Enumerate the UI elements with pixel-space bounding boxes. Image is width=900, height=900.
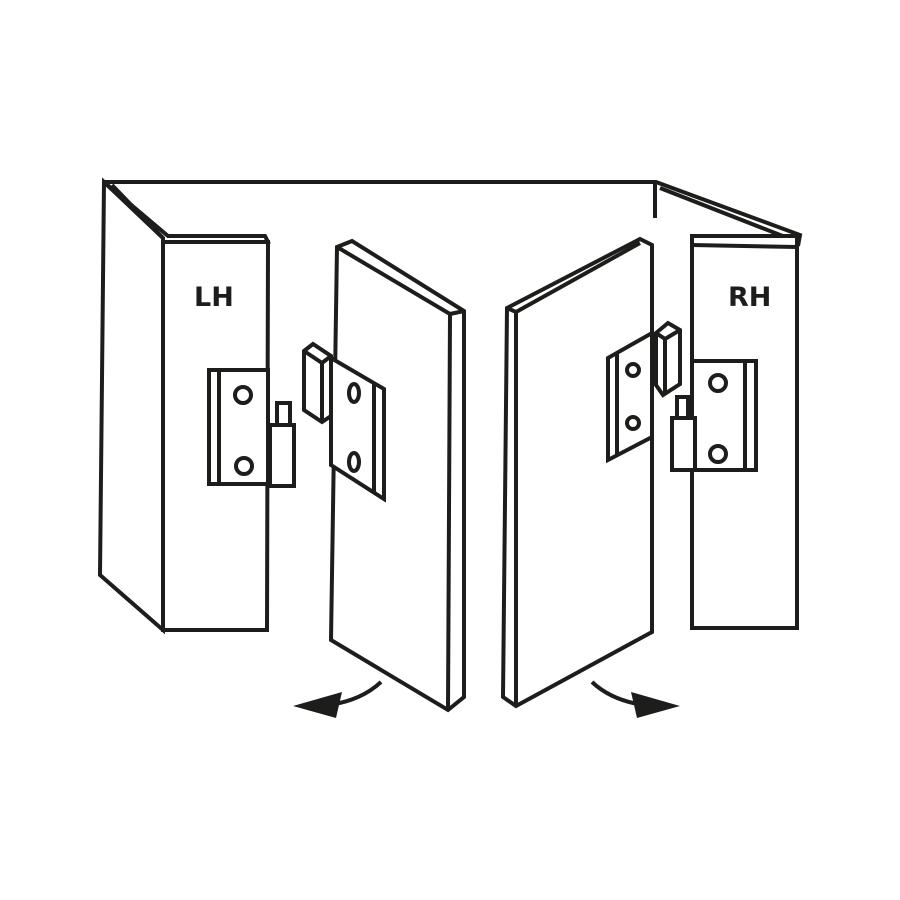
right-cabinet-hinge xyxy=(670,359,758,472)
left-door-hinge xyxy=(302,341,386,503)
right-door xyxy=(500,236,654,709)
left-door xyxy=(328,238,466,713)
right-door-hinge xyxy=(606,320,682,464)
curved-arrow-right-icon xyxy=(590,680,680,718)
left-cabinet: LH xyxy=(97,177,271,635)
curved-arrow-left-icon xyxy=(293,680,383,718)
rh-label: RH xyxy=(728,282,771,313)
lh-label: LH xyxy=(194,282,234,313)
left-cabinet-hinge xyxy=(207,368,296,488)
